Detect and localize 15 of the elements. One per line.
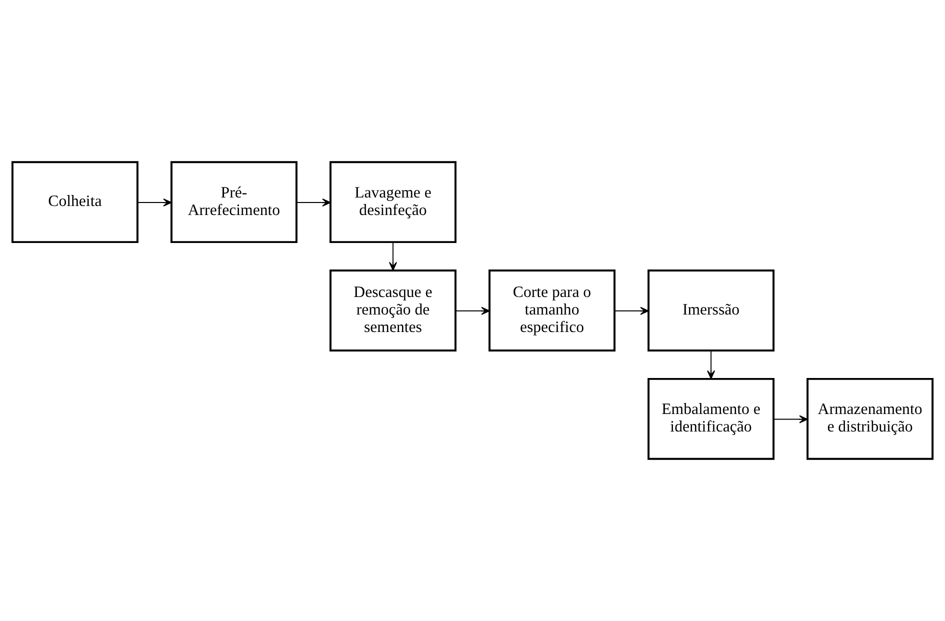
node-box: Lavageme e desinfeção bbox=[330, 161, 456, 244]
node-box: Imerssão bbox=[648, 270, 774, 352]
arrow bbox=[707, 350, 716, 380]
node-box: Pré- Arrefecimento bbox=[170, 161, 298, 244]
arrow bbox=[614, 306, 649, 315]
node-box: Descasque e remoção de sementes bbox=[330, 270, 456, 352]
arrow bbox=[296, 198, 331, 207]
arrow bbox=[455, 306, 490, 315]
arrow bbox=[137, 198, 172, 207]
node-box: Armazenamento e distribuição bbox=[806, 378, 934, 460]
node-box: Corte para o tamanho especifico bbox=[488, 270, 616, 352]
arrow bbox=[388, 242, 398, 271]
node-box: Embalamento e identificação bbox=[648, 378, 774, 460]
node-box: Colheita bbox=[11, 161, 138, 244]
arrow bbox=[773, 415, 808, 424]
